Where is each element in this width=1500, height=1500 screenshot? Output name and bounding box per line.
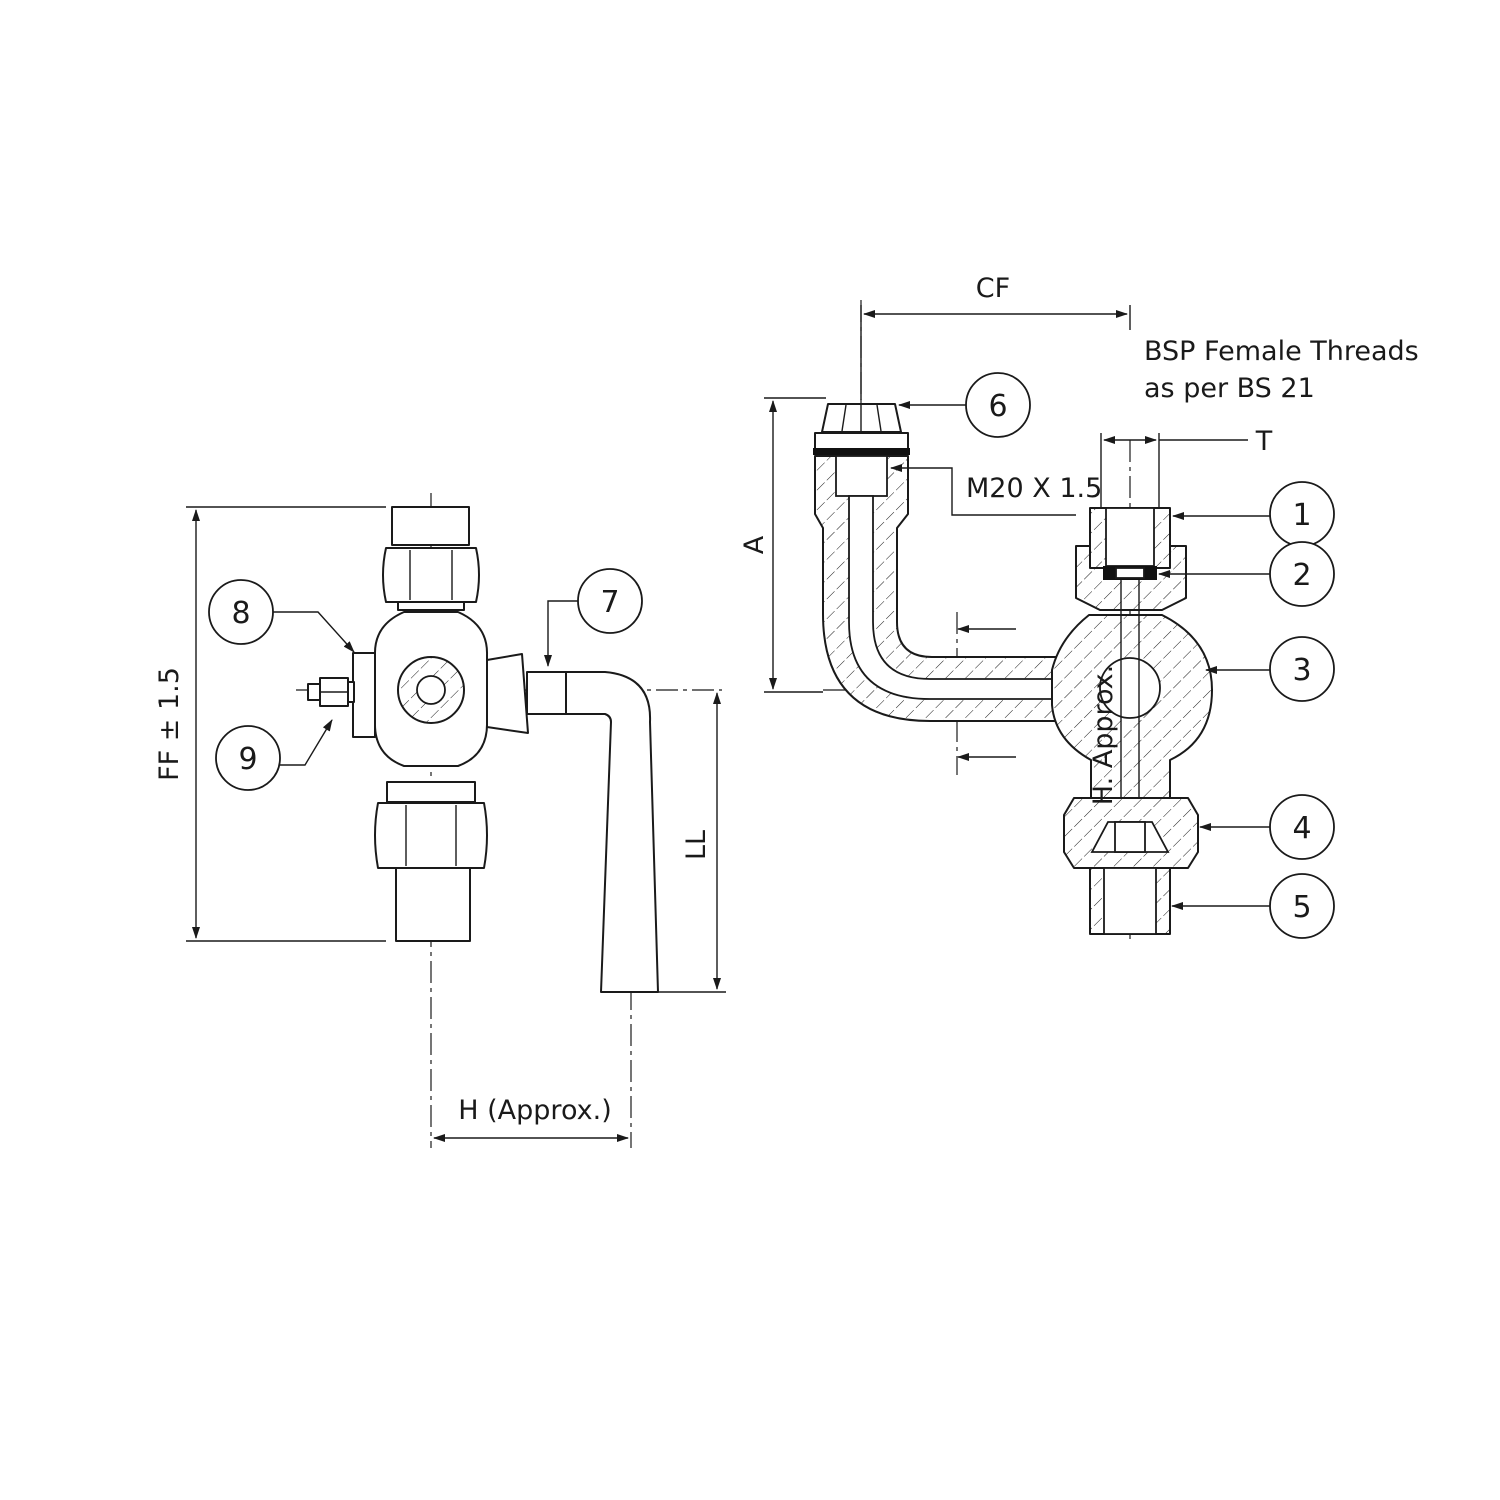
- top-tail-piece: [391, 506, 470, 546]
- bottom-tail-piece: [395, 867, 471, 942]
- top-hex-nut: [382, 547, 480, 603]
- t-dimension: [1100, 433, 1248, 508]
- top-tail-bore: [1105, 507, 1155, 567]
- balloon-9: 9: [215, 719, 333, 791]
- svg-text:1: 1: [1292, 498, 1311, 533]
- bsp-note-line2: as per BS 21: [1144, 373, 1315, 404]
- bsp-note-line1: BSP Female Threads: [1144, 336, 1419, 367]
- spindle: [526, 671, 568, 715]
- h-section-label: H. Approx.: [1088, 665, 1119, 806]
- balloon-5: 5: [1171, 873, 1335, 939]
- svg-text:7: 7: [600, 585, 619, 620]
- svg-text:2: 2: [1292, 558, 1311, 593]
- balloon-7: 7: [544, 568, 643, 667]
- ll-label: LL: [681, 830, 712, 860]
- valve-ball: [1099, 657, 1161, 719]
- svg-text:3: 3: [1292, 653, 1311, 688]
- a-dimension: [764, 397, 826, 693]
- thread-note: M20 X 1.5: [966, 473, 1102, 504]
- section-view: H. Approx. CF A T BSP Female Threads as: [739, 273, 1419, 944]
- cf-dimension: [860, 305, 1131, 400]
- a-label: A: [739, 535, 770, 554]
- spindle-adaptor: [486, 653, 529, 734]
- body-center-bore: [416, 675, 446, 705]
- inlet-thread-bore: [835, 455, 888, 497]
- h-front-label: H (Approx.): [458, 1095, 611, 1126]
- inlet-pipe-section: [814, 455, 1086, 722]
- top-nut-collar: [397, 601, 465, 611]
- svg-text:6: 6: [988, 389, 1007, 424]
- ll-dimension: [658, 692, 726, 993]
- ff-label: FF ± 1.5: [154, 667, 185, 781]
- svg-text:5: 5: [1292, 890, 1311, 925]
- balloon-8: 8: [208, 579, 355, 653]
- inlet-washer: [813, 448, 910, 455]
- handle: [565, 671, 659, 993]
- front-view: FF ± 1.5 LL H (Approx.) 7 8 9: [154, 493, 726, 1148]
- ff-dimension: [186, 506, 386, 942]
- svg-text:8: 8: [231, 596, 250, 631]
- cf-label: CF: [976, 273, 1010, 304]
- balloon-4: 4: [1199, 794, 1335, 860]
- t-label: T: [1255, 426, 1273, 457]
- inlet-plug-collar: [814, 432, 909, 451]
- bottom-hex-nut: [374, 802, 488, 869]
- svg-text:9: 9: [238, 742, 257, 777]
- balloon-1: 1: [1172, 481, 1335, 547]
- bottom-nut-collar: [386, 781, 476, 803]
- balloon-6: 6: [898, 372, 1031, 438]
- balloon-2: 2: [1158, 541, 1335, 607]
- stud-end: [307, 683, 321, 701]
- bottom-tail-bore: [1103, 867, 1157, 935]
- gland-body: [352, 652, 376, 738]
- svg-text:4: 4: [1292, 811, 1311, 846]
- thread-leader: [890, 464, 1076, 516]
- balloon-3: 3: [1205, 636, 1335, 702]
